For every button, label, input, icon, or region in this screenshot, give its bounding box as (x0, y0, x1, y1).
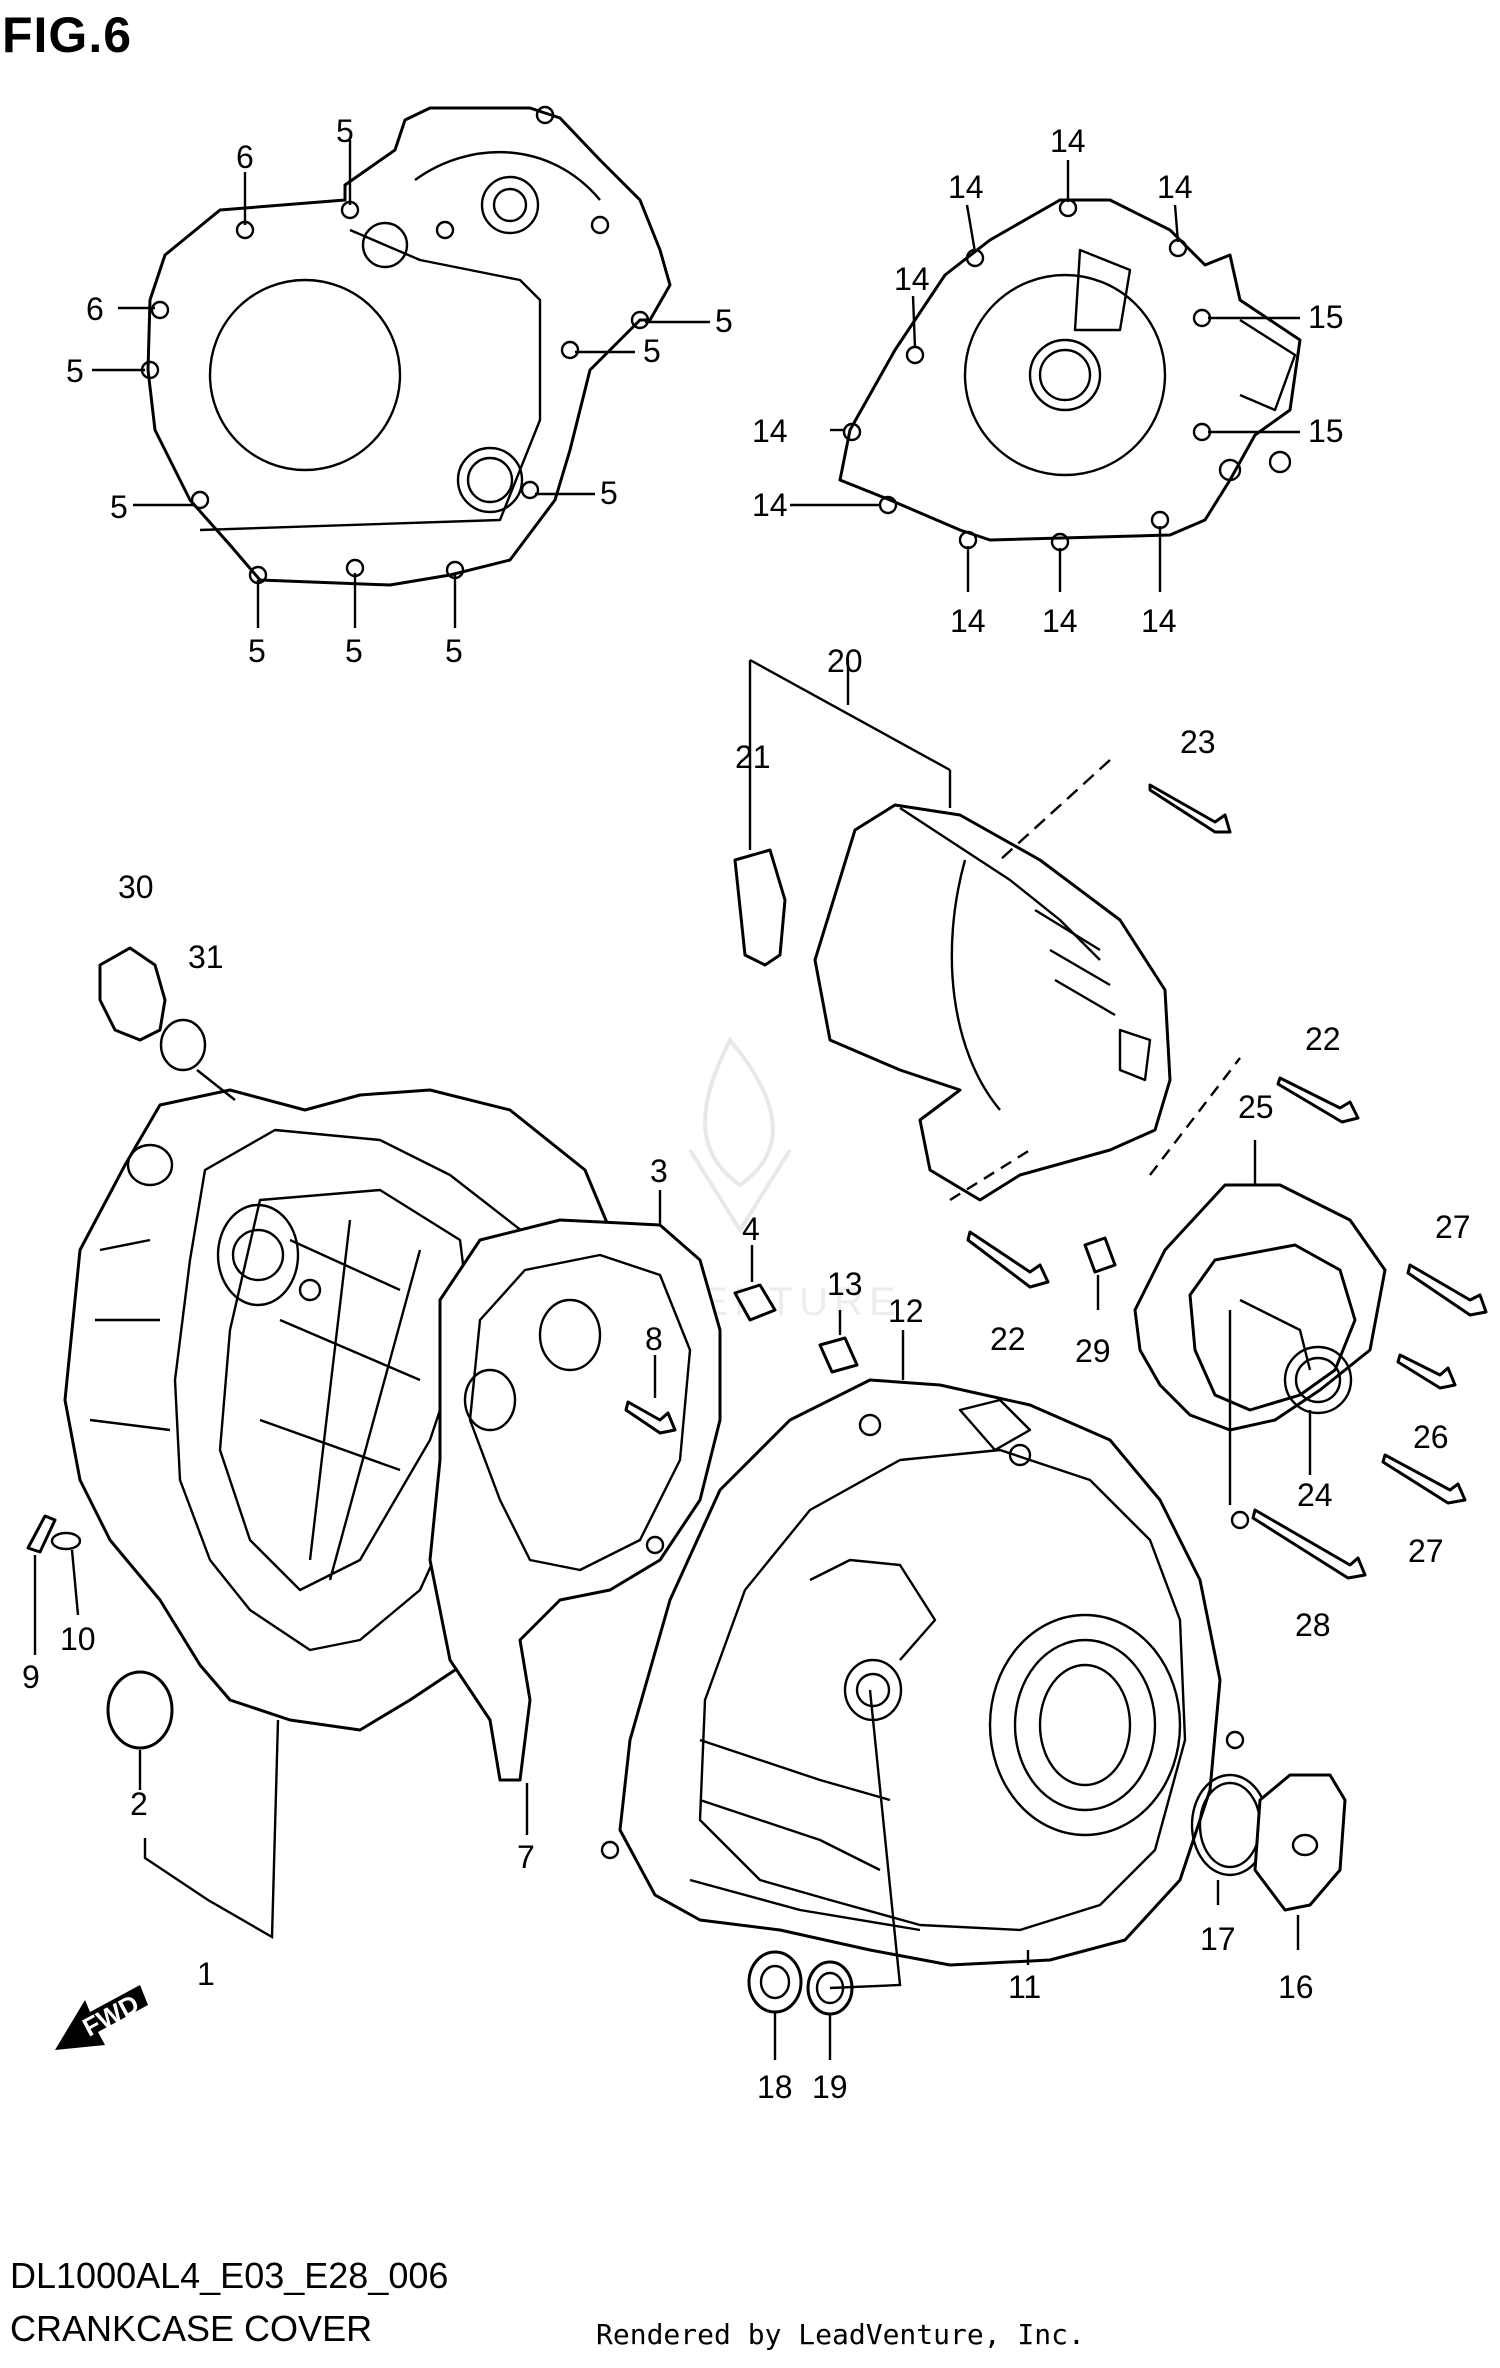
callout-15: 15 (1308, 299, 1344, 335)
bolt-26 (1396, 1353, 1457, 1390)
callout-21: 21 (735, 739, 771, 775)
bolt-22-upper (1276, 1076, 1360, 1124)
callout-14: 14 (752, 413, 788, 449)
render-credit: Rendered by LeadVenture, Inc. (596, 2318, 1085, 2351)
sprocket-cover (733, 803, 1172, 1202)
callout-5: 5 (715, 303, 733, 339)
callout-14: 14 (752, 487, 788, 523)
oil-filler-cap-30 (98, 946, 167, 1042)
callout-leaders-5-6 (92, 140, 710, 628)
bolt-27-upper (1406, 1263, 1488, 1317)
callout-5: 5 (248, 633, 266, 669)
figure-title: FIG.6 (2, 7, 133, 63)
generator-cover-body (600, 1378, 1250, 1967)
callout-6: 6 (236, 139, 254, 175)
bolt-8 (624, 1400, 677, 1435)
fwd-arrow-icon: FWD (55, 1985, 148, 2050)
washer-10 (50, 1531, 82, 1551)
callout-27: 27 (1408, 1533, 1444, 1569)
callout-leaders-24-29 (1228, 1140, 1312, 1505)
callout-27: 27 (1435, 1209, 1471, 1245)
bolt-22-lower (966, 1230, 1050, 1289)
callout-30: 30 (118, 869, 154, 905)
callout-leaders-14-15 (790, 160, 1300, 592)
o-ring-31 (159, 1018, 207, 1072)
callout-13: 13 (827, 1266, 863, 1302)
callout-1: 1 (197, 1956, 215, 1992)
callout-4: 4 (742, 1211, 760, 1247)
callout-leaders-20-23 (748, 658, 1232, 861)
bolt-27-lower (1381, 1453, 1467, 1505)
callout-10: 10 (60, 1621, 96, 1657)
callout-14: 14 (1050, 123, 1086, 159)
dowel-pin-4 (733, 1283, 777, 1322)
callout-5: 5 (643, 333, 661, 369)
callout-14: 14 (1157, 169, 1193, 205)
callout-28: 28 (1295, 1607, 1331, 1643)
fwd-label: FWD (78, 1988, 144, 2042)
callout-31: 31 (188, 939, 224, 975)
callout-15: 15 (1308, 413, 1344, 449)
callout-16: 16 (1278, 1969, 1314, 2005)
generator-cover-gasket-outline (838, 198, 1302, 552)
callout-5: 5 (600, 475, 618, 511)
callout-29: 29 (1075, 1333, 1111, 1369)
callout-5: 5 (345, 633, 363, 669)
callout-14: 14 (950, 603, 986, 639)
callout-26: 26 (1413, 1419, 1449, 1455)
callout-3: 3 (650, 1153, 668, 1189)
callout-18: 18 (757, 2069, 793, 2105)
callout-22: 22 (1305, 1021, 1341, 1057)
plug-2 (106, 1670, 174, 1750)
callout-17: 17 (1200, 1921, 1236, 1957)
callout-22: 22 (990, 1321, 1026, 1357)
callout-14: 14 (894, 261, 930, 297)
diagram-model-code: DL1000AL4_E03_E28_006 (10, 2255, 449, 2296)
callout-5: 5 (445, 633, 463, 669)
callout-14: 14 (1042, 603, 1078, 639)
plug-18 (747, 1950, 803, 2014)
callout-19: 19 (812, 2069, 848, 2105)
callout-8: 8 (645, 1321, 663, 1357)
water-pump-cover (1133, 1183, 1387, 1432)
callout-6: 6 (86, 291, 104, 327)
diagram-name: CRANKCASE COVER (10, 2308, 373, 2349)
callout-11: 11 (1008, 1969, 1041, 2005)
dowel-pin-13 (818, 1336, 859, 1374)
callout-12: 12 (888, 1293, 924, 1329)
clutch-cover-gasket-outline (140, 105, 672, 587)
bolt-9 (26, 1514, 57, 1554)
callout-25: 25 (1238, 1089, 1274, 1125)
callout-7: 7 (517, 1839, 535, 1875)
callout-2: 2 (130, 1786, 148, 1822)
callout-9: 9 (22, 1659, 40, 1695)
callout-20: 20 (827, 643, 863, 679)
callout-5: 5 (110, 489, 128, 525)
callout-14: 14 (1141, 603, 1177, 639)
callout-5: 5 (66, 353, 84, 389)
cover-gasket-3 (428, 1218, 722, 1782)
callout-leader-18-19 (829, 1689, 902, 1990)
bolt-28 (1251, 1508, 1367, 1580)
callout-24: 24 (1297, 1477, 1333, 1513)
callout-leader-1 (143, 1719, 280, 1940)
plug-16 (1253, 1773, 1347, 1912)
callout-14: 14 (948, 169, 984, 205)
callout-23: 23 (1180, 724, 1216, 760)
dowel-pin-29 (1083, 1236, 1117, 1274)
callout-5: 5 (336, 113, 354, 149)
